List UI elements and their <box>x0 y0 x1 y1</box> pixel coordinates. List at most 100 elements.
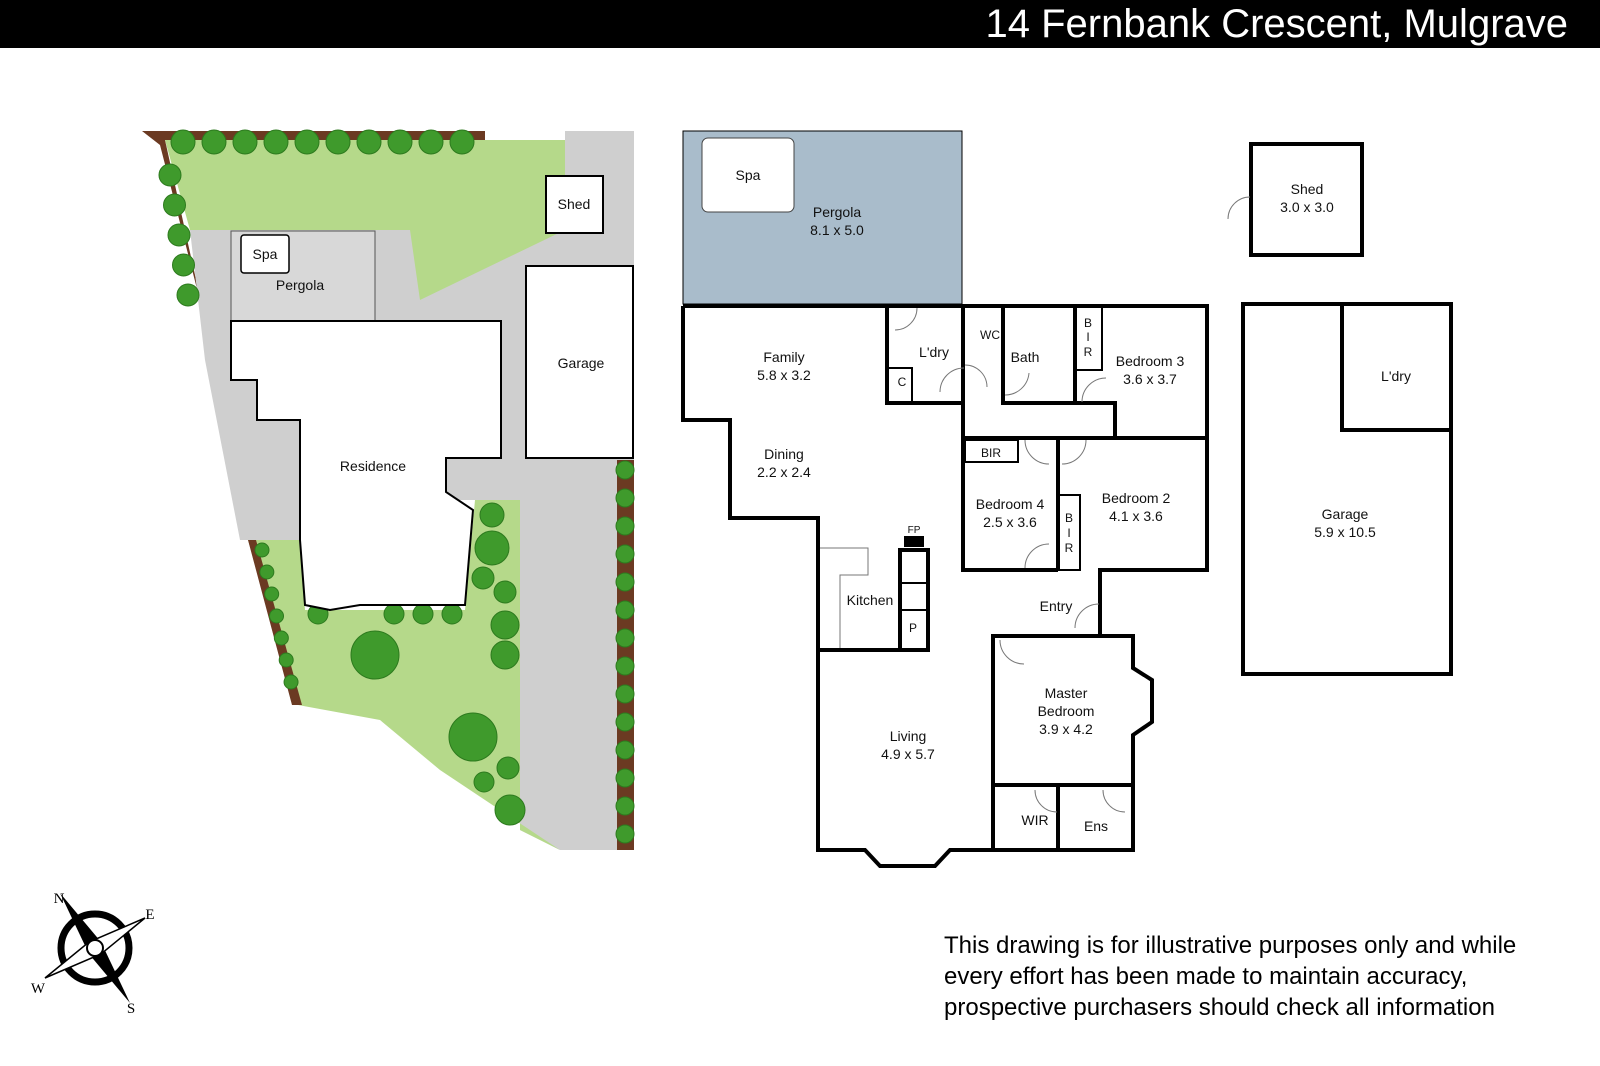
hedge-shrub <box>449 129 475 155</box>
site-shed <box>545 175 604 234</box>
dining-label: Dining <box>764 446 804 462</box>
hedge-shrub <box>615 516 635 536</box>
hedge-shrub <box>615 488 635 508</box>
garage-label: Garage <box>1322 506 1369 522</box>
bedroom3-label: Bedroom 3 <box>1116 353 1185 369</box>
compass-e: E <box>145 907 154 923</box>
dining-size: 2.2 x 2.4 <box>757 464 811 480</box>
shed <box>1249 142 1364 257</box>
hedge-shrub <box>493 580 517 604</box>
outbuildings: Shed 3.0 x 3.0 L'dry Garage 5.9 x 10.5 <box>1227 142 1453 676</box>
compass-s: S <box>127 1001 135 1017</box>
site-shed-label: Shed <box>558 196 591 212</box>
garage-laundry-walls <box>1340 304 1451 432</box>
bir-r: R <box>1084 345 1093 359</box>
hedge-shrub <box>471 566 495 590</box>
bir-bed3 <box>1074 305 1103 371</box>
master-size: 3.9 x 4.2 <box>1039 721 1093 737</box>
bir2-i: I <box>1067 526 1070 540</box>
site-garage-label: Garage <box>558 355 605 371</box>
bedroom2-size: 4.1 x 3.6 <box>1109 508 1163 524</box>
fireplace <box>904 536 924 547</box>
kitchen-label: Kitchen <box>847 592 894 608</box>
living-size: 4.9 x 5.7 <box>881 746 935 762</box>
bir-label: BIR <box>981 446 1001 460</box>
hedge-shrub <box>418 129 444 155</box>
bedroom4-size: 2.5 x 3.6 <box>983 514 1037 530</box>
cupboard-label: C <box>898 375 907 389</box>
cupboard-wall <box>887 367 913 403</box>
site-spa-label: Spa <box>253 246 278 262</box>
hedge-shrub <box>387 129 413 155</box>
site-plan: Spa Pergola Shed Garage Residence <box>142 129 635 850</box>
family-size: 5.8 x 3.2 <box>757 367 811 383</box>
hedge-shrub <box>269 608 285 624</box>
garage-size: 5.9 x 10.5 <box>1314 524 1376 540</box>
ensuite-label: Ens <box>1084 818 1108 834</box>
disclaimer-line: every effort has been made to maintain a… <box>944 963 1468 990</box>
hedge-shrub <box>441 603 463 625</box>
page-title: 14 Fernbank Crescent, Mulgrave <box>985 2 1569 46</box>
compass-rose: N E S W <box>31 891 155 1017</box>
hedge-shrub <box>170 129 196 155</box>
hedge-shrub <box>264 586 280 602</box>
hedge-shrub <box>615 572 635 592</box>
bath-walls <box>1001 306 1117 438</box>
hedge-shrub <box>474 530 510 566</box>
master-walls <box>991 634 1100 850</box>
hedge-shrub <box>615 628 635 648</box>
bir-i: I <box>1086 330 1089 344</box>
hedge-shrub <box>615 600 635 620</box>
door-swings <box>894 307 1126 813</box>
hedge-shrub <box>412 603 434 625</box>
hedge-shrub <box>294 129 320 155</box>
hedge-shrub <box>158 163 182 187</box>
hedge-shrub <box>283 674 299 690</box>
wc-label: WC <box>980 328 1000 342</box>
kitchen-bench <box>820 547 869 648</box>
living-label: Living <box>890 728 927 744</box>
hedge-shrub <box>356 129 382 155</box>
compass-n: N <box>54 891 65 907</box>
hedge-shrub <box>615 740 635 760</box>
bath-label: Bath <box>1011 349 1040 365</box>
entry-label: Entry <box>1040 598 1073 614</box>
pergola-label: Pergola <box>813 204 861 220</box>
hedge-shrub <box>615 684 635 704</box>
hedge-shrub <box>615 656 635 676</box>
hedge-shrub <box>490 610 520 640</box>
lawn-top <box>165 140 565 300</box>
hedge-shrub <box>273 630 289 646</box>
hedges <box>158 129 635 844</box>
hedge-shrub <box>176 283 200 307</box>
shed-size: 3.0 x 3.0 <box>1280 199 1334 215</box>
bir2-b: B <box>1065 511 1073 525</box>
bir-bed4 <box>964 439 1019 463</box>
outer-walls <box>681 304 1209 868</box>
compass-w: W <box>31 981 46 997</box>
disclaimer-line: prospective purchasers should check all … <box>944 994 1495 1021</box>
bir2-r: R <box>1065 541 1074 555</box>
hedge-shrub <box>615 544 635 564</box>
hedge-shrub <box>615 796 635 816</box>
hedge-shrub <box>448 712 498 762</box>
hedge-shrub <box>490 640 520 670</box>
disclaimer: This drawing is for illustrative purpose… <box>944 930 1516 1023</box>
hedge-shrub <box>383 603 405 625</box>
garage <box>1241 302 1453 676</box>
hedge-shrub <box>615 824 635 844</box>
site-pergola-label: Pergola <box>276 277 324 293</box>
fp-label: FP <box>908 525 921 536</box>
hedge-shrub <box>615 768 635 788</box>
hedge-shrub <box>201 129 227 155</box>
pantry-label: P <box>909 621 917 635</box>
master-label-2: Bedroom <box>1038 703 1095 719</box>
hedge-shrub <box>615 712 635 732</box>
spa <box>701 137 795 213</box>
bir-bed2 <box>1057 494 1081 571</box>
site-spa <box>240 234 290 274</box>
site-residence-label: Residence <box>340 458 406 474</box>
shed-door <box>1227 196 1251 220</box>
spa-label: Spa <box>736 167 761 183</box>
